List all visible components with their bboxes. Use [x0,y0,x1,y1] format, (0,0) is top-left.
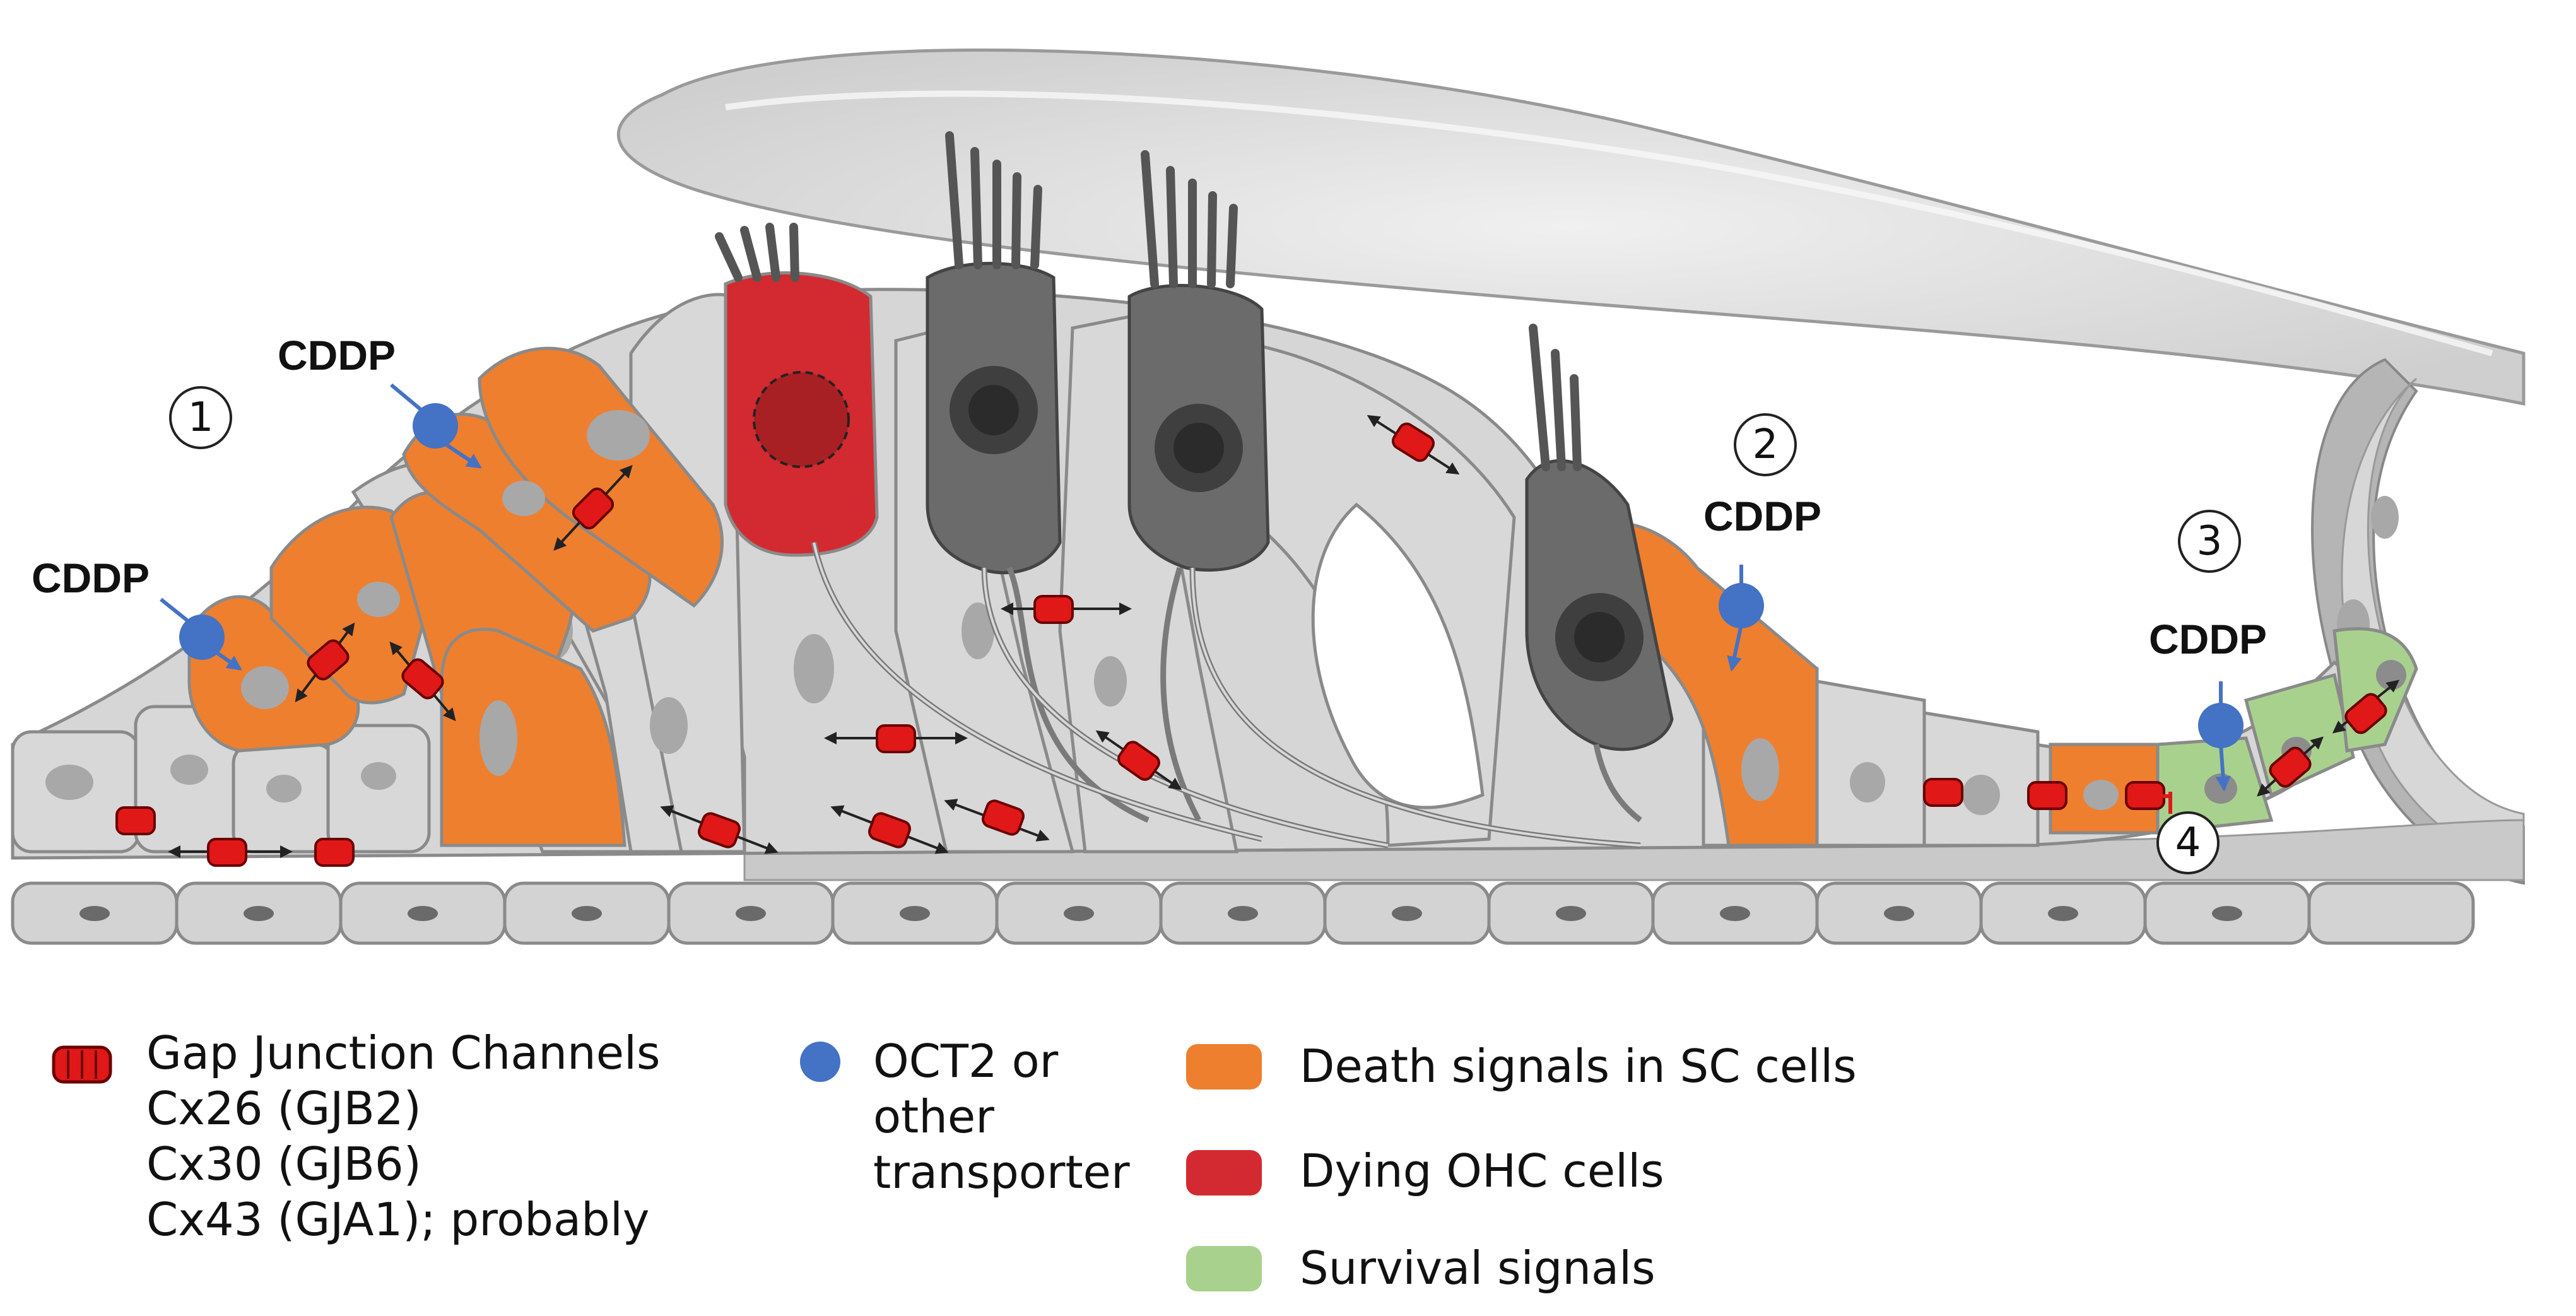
cddp-label-1a: CDDP [278,332,396,379]
legend-gap-junction-line-2: Cx30 (GJB6) [146,1137,421,1190]
legend-survival-signals: Survival signals [1300,1242,1656,1295]
legend-gap-junction-line-1: Cx26 (GJB2) [146,1082,421,1135]
callout-number-4: 4 [2156,811,2220,874]
gap-junction-channels [115,414,2400,867]
transporter-icon [800,1042,840,1082]
callout-number-3: 3 [2178,510,2241,573]
legend-transporter-line-1: OCT2 or [873,1035,1059,1088]
callout-number-1: 1 [169,386,232,449]
legend-gap-junction-line-3: Cx43 (GJA1); probably [146,1193,650,1246]
cddp-label-2: CDDP [1703,493,1822,539]
legend-death-signals: Death signals in SC cells [1300,1040,1857,1093]
cddp-label-1b: CDDP [32,555,150,601]
callout-number-2: 2 [1734,413,1797,476]
gap-junction-icon [52,1045,112,1084]
legend-transporter-line-3: transporter [873,1146,1130,1199]
legend-gap-junction-title: Gap Junction Channels [146,1026,661,1079]
dying-swatch-icon [1186,1150,1262,1196]
tectorial-membrane [617,48,2526,406]
tunnel-of-corti [1311,502,1485,809]
death-swatch-icon [1186,1044,1262,1090]
legend-dying-ohc: Dying OHC cells [1300,1144,1664,1197]
basal-cell-row [11,881,2475,945]
survival-swatch-icon [1186,1246,1262,1291]
cddp-label-3: CDDP [2149,616,2267,662]
legend-transporter-line-2: other [873,1090,994,1143]
